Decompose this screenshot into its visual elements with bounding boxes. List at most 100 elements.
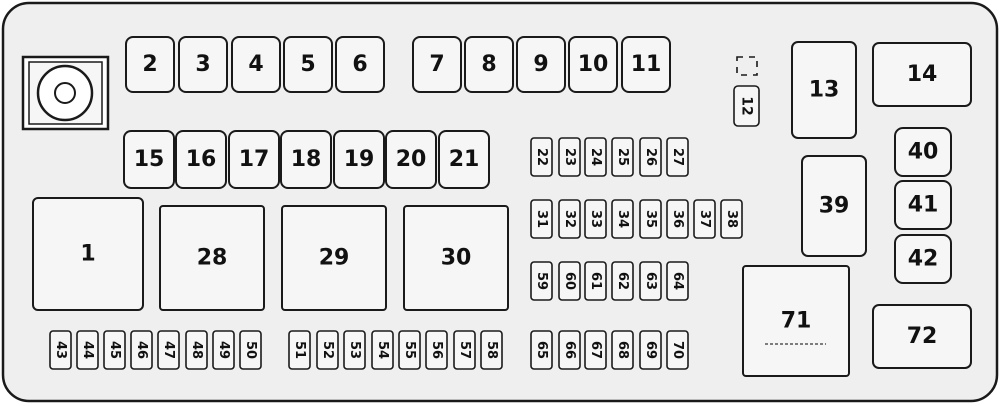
fuse-20-body (385, 130, 437, 189)
fuse-51: 51 (288, 330, 311, 370)
fuse-64-label: 64 (670, 272, 685, 290)
fuse-21: 21 (438, 130, 490, 189)
fuse-40-label: 40 (908, 140, 939, 165)
fuse-18: 18 (280, 130, 332, 189)
fuse-45-body (103, 330, 126, 370)
fuse-16-label: 16 (186, 147, 217, 172)
fuse-22-body (530, 137, 553, 177)
fuse-72: 72 (872, 304, 972, 369)
fuse-50-label: 50 (243, 341, 258, 359)
fuse-51-label: 51 (292, 341, 307, 359)
fuse-65-label: 65 (534, 341, 549, 359)
fuse-70: 70 (666, 330, 689, 370)
fuse-9: 9 (516, 36, 566, 93)
fuse-44-body (76, 330, 99, 370)
fuse-12-body (733, 85, 760, 127)
fuse-34-label: 34 (615, 210, 630, 228)
fuse-38-label: 38 (724, 210, 739, 228)
fuse-72-label: 72 (907, 324, 938, 349)
fuse-10-body (568, 36, 618, 93)
fuse-72-body (872, 304, 972, 369)
fuse-5: 5 (283, 36, 333, 93)
fuse-48-body (185, 330, 208, 370)
fuse-2-body (125, 36, 175, 93)
fuse-65-body (530, 330, 553, 370)
fuse-28-label: 28 (197, 246, 228, 271)
fuse-39: 39 (801, 155, 867, 257)
fuse-1: 1 (32, 197, 144, 311)
fuse-8-label: 8 (481, 52, 496, 77)
fuse-30: 30 (403, 205, 509, 311)
fuse-56-body (425, 330, 448, 370)
fuse-25-body (611, 137, 634, 177)
fuse-27-body (666, 137, 689, 177)
fuse-67: 67 (584, 330, 607, 370)
fuse-57: 57 (453, 330, 476, 370)
fuse-7: 7 (412, 36, 462, 93)
fuse-28: 28 (159, 205, 265, 311)
fuse-5-body (283, 36, 333, 93)
fuse-31: 31 (530, 199, 553, 239)
fuse-27-label: 27 (670, 148, 685, 166)
fuse-26-label: 26 (643, 148, 658, 166)
fuse-3: 3 (178, 36, 228, 93)
fuse-54-body (371, 330, 394, 370)
fuse-4-label: 4 (248, 52, 263, 77)
fuse-43-label: 43 (53, 341, 68, 359)
fuse-31-label: 31 (534, 210, 549, 228)
fuse-30-label: 30 (441, 246, 472, 271)
fuse-16: 16 (175, 130, 227, 189)
fuse-2-label: 2 (142, 52, 157, 77)
fuse-57-label: 57 (457, 341, 472, 359)
fuse-40-body (894, 127, 952, 177)
fuse-64: 64 (666, 261, 689, 301)
fuse-32-body (558, 199, 581, 239)
fuse-14-body (872, 42, 972, 107)
fuse-56: 56 (425, 330, 448, 370)
fuse-46-body (130, 330, 153, 370)
fuse-18-body (280, 130, 332, 189)
bolt-terminal-icon (21, 55, 110, 131)
fuse-8: 8 (464, 36, 514, 93)
fuse-70-body (666, 330, 689, 370)
fuse-4-body (231, 36, 281, 93)
fuse-7-body (412, 36, 462, 93)
fuse-47-body (157, 330, 180, 370)
fuse-42: 42 (894, 234, 952, 284)
fuse-41: 41 (894, 180, 952, 230)
fuse-6-label: 6 (352, 52, 367, 77)
fuse-64-body (666, 261, 689, 301)
fuse-44-label: 44 (80, 341, 95, 359)
fuse-5-label: 5 (300, 52, 315, 77)
fuse-57-body (453, 330, 476, 370)
fuse-26: 26 (639, 137, 662, 177)
fuse-8-body (464, 36, 514, 93)
fuse-14-label: 14 (907, 62, 938, 87)
fuse-46-label: 46 (134, 341, 149, 359)
fuse-48: 48 (185, 330, 208, 370)
fuse-20-label: 20 (396, 147, 427, 172)
fuse-35-body (639, 199, 662, 239)
fuse-55-body (398, 330, 421, 370)
fuse-28-body (159, 205, 265, 311)
fuse-69: 69 (639, 330, 662, 370)
fuse-17: 17 (228, 130, 280, 189)
fuse-66-label: 66 (562, 341, 577, 359)
fuse-68-label: 68 (615, 341, 630, 359)
fuse-34-body (611, 199, 634, 239)
fuse-49-label: 49 (216, 341, 231, 359)
fuse-63-label: 63 (643, 272, 658, 290)
fuse-33: 33 (584, 199, 607, 239)
fuse-45: 45 (103, 330, 126, 370)
fuse-63: 63 (639, 261, 662, 301)
fuse-61-label: 61 (588, 272, 603, 290)
fuse-47: 47 (157, 330, 180, 370)
fuse-68: 68 (611, 330, 634, 370)
fuse-21-label: 21 (449, 147, 480, 172)
fuse-20: 20 (385, 130, 437, 189)
fuse-61: 61 (584, 261, 607, 301)
fuse-25: 25 (611, 137, 634, 177)
fuse-42-body (894, 234, 952, 284)
fuse-41-body (894, 180, 952, 230)
